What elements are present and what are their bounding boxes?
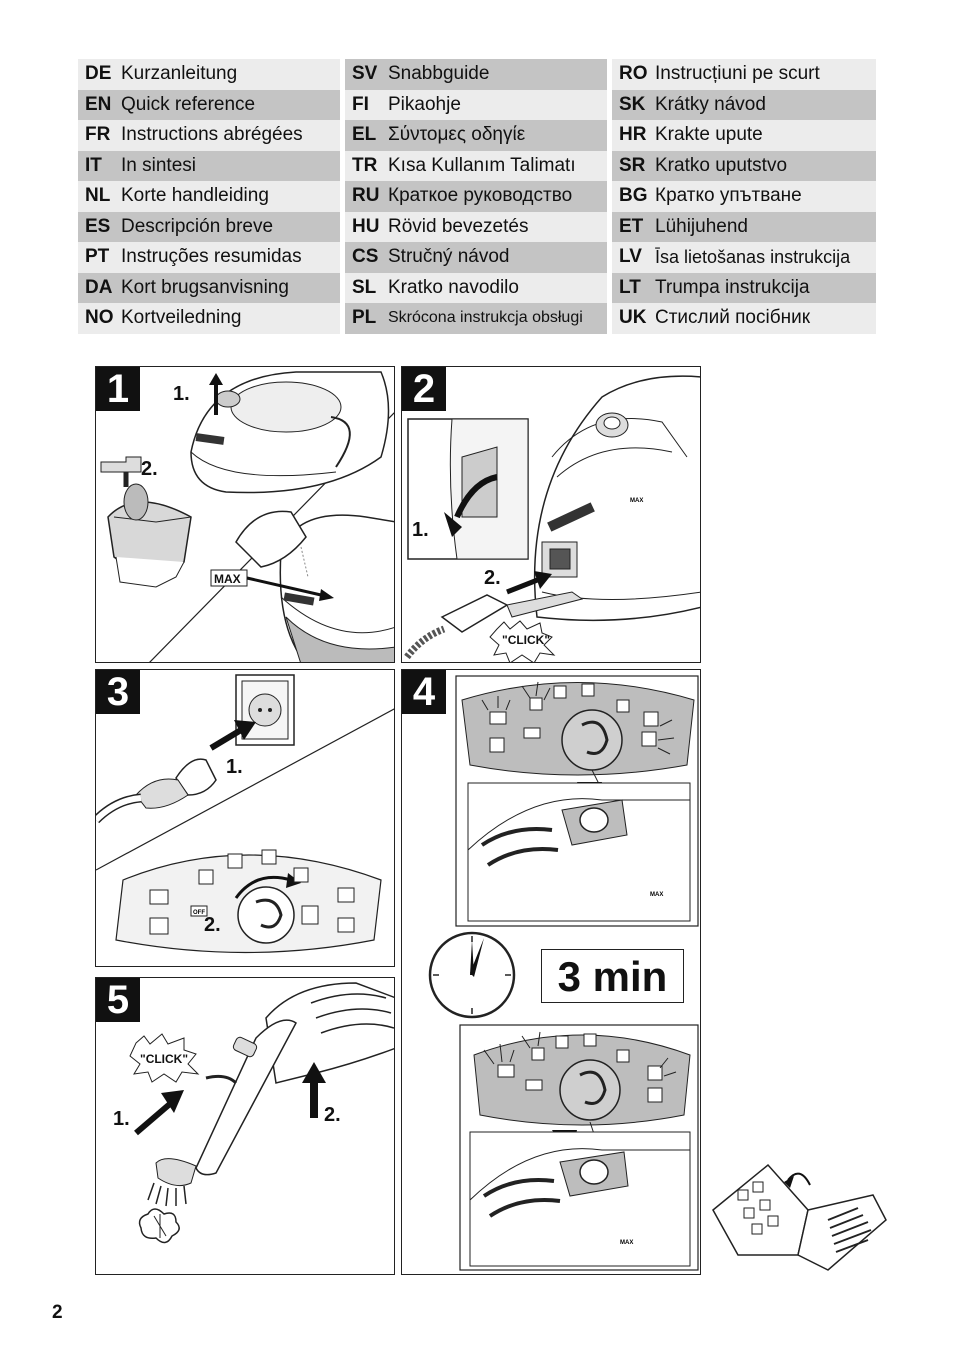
step-3-panel: OFF 3 1. 2. — [95, 669, 395, 967]
step-1-illustration — [100, 371, 394, 662]
timer-label: 3 min — [541, 949, 684, 1003]
step-5-sub2-label: 2. — [324, 1104, 341, 1126]
step-1-panel: 1 1. 2. MAX — [95, 366, 395, 663]
step-5-sub1-label: 1. — [113, 1108, 130, 1130]
max-mark: MAX — [630, 498, 643, 504]
max-label: MAX — [214, 572, 241, 586]
step-4-panel: MAX MAX 4 — [401, 669, 701, 1275]
step-1-sub1-label: 1. — [173, 383, 190, 405]
step-1-number: 1 — [96, 367, 140, 411]
step-4-number: 4 — [402, 670, 446, 714]
step-2-number: 2 — [402, 367, 446, 411]
step-3-sub2-label: 2. — [204, 914, 221, 936]
step-2-panel: MAX 2 1. 2. "CLICK" — [401, 366, 701, 663]
step-5-illustration — [129, 982, 394, 1244]
step-4-illustration: MAX MAX — [428, 675, 699, 1271]
off-label: OFF — [193, 910, 205, 916]
click-label: "CLICK" — [502, 633, 551, 647]
step-3-number: 3 — [96, 670, 140, 714]
click-label: "CLICK" — [140, 1052, 189, 1066]
step-5-panel: 5 1. 2. "CLICK" — [95, 977, 395, 1275]
step-5-number: 5 — [96, 978, 140, 1022]
page-number: 2 — [52, 1302, 63, 1323]
max-mark: MAX — [650, 892, 663, 898]
step-2-sub2-label: 2. — [484, 567, 501, 589]
step-2-sub1-label: 1. — [412, 519, 429, 541]
step-1-sub2-label: 2. — [141, 458, 158, 480]
step-2-illustration: MAX — [404, 375, 700, 662]
max-mark: MAX — [620, 1240, 633, 1246]
manual-book-icon — [712, 1163, 887, 1271]
step-3-sub1-label: 1. — [226, 756, 243, 778]
step-3-illustration: OFF — [96, 674, 394, 954]
